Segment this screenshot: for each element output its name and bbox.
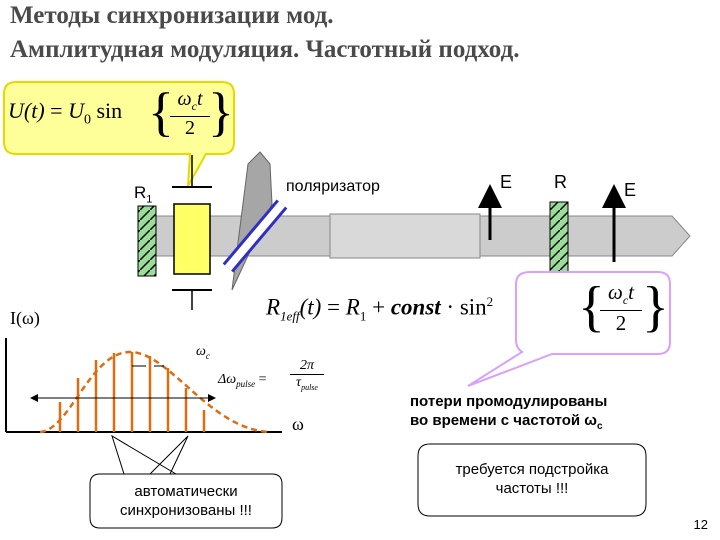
formula-main: R1eff(t) = R1 + const · sin2 <box>266 294 494 324</box>
e-label-1: E <box>500 172 513 192</box>
losses-callout-text: потери промодулированы во времени с част… <box>410 393 608 432</box>
e-label-2: E <box>624 180 637 200</box>
formula-top-fraction: ωct 2 <box>170 88 210 140</box>
mirror-r1-hatch <box>138 206 156 276</box>
omega-c-label: ωc <box>196 344 210 361</box>
delta-omega-formula: Δωpulse = <box>218 372 267 389</box>
formula-main-brace-right: } <box>642 276 669 338</box>
formula-top-brace-left: { <box>148 82 174 142</box>
formula-main-fraction: ωct 2 <box>600 280 642 336</box>
auto-sync-pointer <box>111 434 189 475</box>
r1-label: R1 <box>134 183 153 206</box>
losses-callout <box>467 271 671 387</box>
spectrum-y-label: I(ω) <box>10 308 40 328</box>
r-label: R <box>554 172 567 192</box>
formula-top-equals: = <box>50 98 63 123</box>
page-number: 12 <box>693 517 708 532</box>
formula-top-coef-sub: 0 <box>83 112 91 128</box>
tuning-callout <box>417 443 647 517</box>
formula-top-func: sin <box>96 98 123 123</box>
auto-sync-callout <box>89 473 283 529</box>
modulator-crystal <box>173 203 211 275</box>
tuning-callout-text: требуется подстройка частоты !!! <box>455 461 609 497</box>
formula-main-brace-left: { <box>578 276 605 338</box>
spectrum-envelope <box>39 350 271 434</box>
formula-top-coef: U <box>68 98 84 123</box>
formula-callout <box>3 81 235 187</box>
polarizer-plate <box>222 199 288 273</box>
auto-sync-callout-text: автоматически синхронизованы !!! <box>120 483 252 519</box>
formula-top-brace-right: } <box>208 82 234 142</box>
formula-top: U(t) = U0 sin <box>8 98 122 128</box>
polarizer-label: поляризатор <box>286 178 380 195</box>
spectrum-x-label: ω <box>292 414 304 434</box>
formula-top-denominator: 2 <box>170 116 210 140</box>
slide-subtitle: Амплитудная модуляция. Частотный подход. <box>10 36 520 63</box>
mirror-r-hatch <box>550 202 568 272</box>
spectrum-modes <box>58 352 206 432</box>
two-pi-fraction: 2π τpulse <box>290 358 324 392</box>
beam-highlight <box>329 213 481 259</box>
formula-top-numerator: ωct <box>177 88 203 113</box>
slide-title: Методы синхронизации мод. <box>10 2 334 29</box>
formula-top-lhs: U(t) <box>8 98 45 123</box>
